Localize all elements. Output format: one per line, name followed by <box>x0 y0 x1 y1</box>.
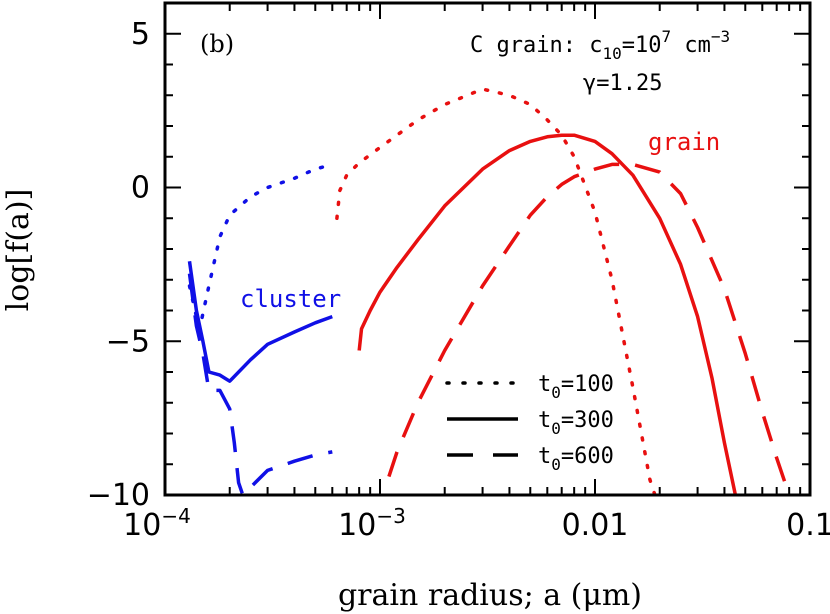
x-tick-label: 0.01 <box>562 508 629 543</box>
series-cluster-solid <box>187 261 333 383</box>
label-cluster: cluster <box>240 285 341 313</box>
annotation-unit-sup: −3 <box>711 27 730 46</box>
plot-frame <box>163 1 812 497</box>
annotation-sup: 7 <box>661 27 671 46</box>
x-axis-label: grain radius; a (μm) <box>338 578 642 613</box>
x-tick-label: 10−3 <box>338 504 406 543</box>
legend-label: t0=600 <box>538 444 614 474</box>
y-tick-label: 0 <box>131 171 150 206</box>
panel-label: (b) <box>200 30 234 58</box>
x-tick-label: 10−4 <box>123 504 191 543</box>
legend: t0=100 t0=300 t0=600 <box>445 372 614 474</box>
series-layer <box>187 87 791 495</box>
y-axis-label: log[f(a)] <box>1 189 36 312</box>
y-tick-label: −5 <box>106 324 150 359</box>
annotation-line-2: γ=1.25 <box>583 71 662 96</box>
annotation-prefix: C grain: c <box>470 33 602 58</box>
legend-label: t0=300 <box>538 408 614 438</box>
label-grain: grain <box>648 128 720 156</box>
x-tick-label: 0.1 <box>786 508 830 543</box>
annotation-unit: cm <box>671 33 711 58</box>
annotation-line-1: C grain: c10=107 cm−3 <box>470 27 730 63</box>
series-cluster-dashed <box>187 273 333 495</box>
annotation-sub: 10 <box>602 44 621 63</box>
y-tick-label: −10 <box>87 478 150 513</box>
y-tick-label: 5 <box>131 17 150 52</box>
annotation-mid: =10 <box>622 33 662 58</box>
series-grain-solid <box>357 133 738 495</box>
series-grain-dashed <box>387 162 791 495</box>
series-grain-dotted <box>335 87 657 495</box>
legend-label: t0=100 <box>538 372 614 402</box>
